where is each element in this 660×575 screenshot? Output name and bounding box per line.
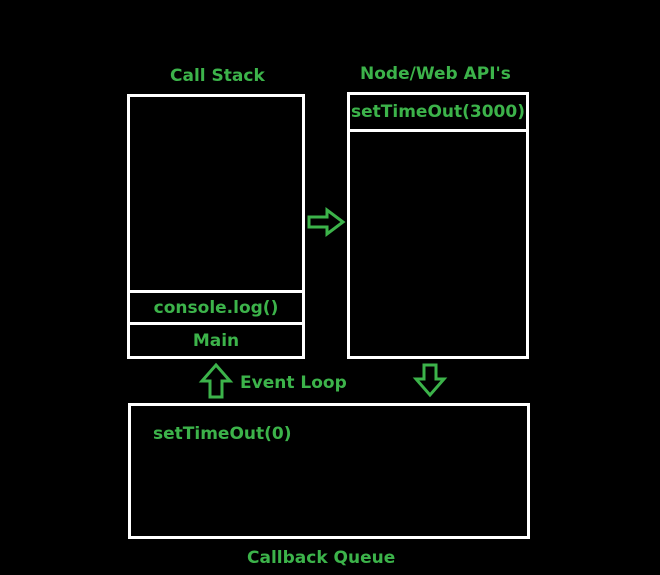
arrow-down-icon <box>412 363 448 398</box>
arrow-up-icon <box>198 362 234 399</box>
callback-queue-title: Callback Queue <box>247 548 396 568</box>
arrow-right-icon <box>307 207 346 237</box>
callback-queue-box <box>128 403 530 539</box>
web-api-item-settimeout-3000: setTimeOut(3000) <box>347 92 529 132</box>
web-api-box <box>347 92 529 359</box>
call-stack-title: Call Stack <box>170 66 265 86</box>
callback-queue-item-settimeout-0: setTimeOut(0) <box>153 424 292 444</box>
web-api-title: Node/Web API's <box>360 64 511 84</box>
event-loop-label: Event Loop <box>240 373 347 393</box>
call-stack-item-main: Main <box>127 322 305 359</box>
call-stack-item-console-log: console.log() <box>127 290 305 325</box>
